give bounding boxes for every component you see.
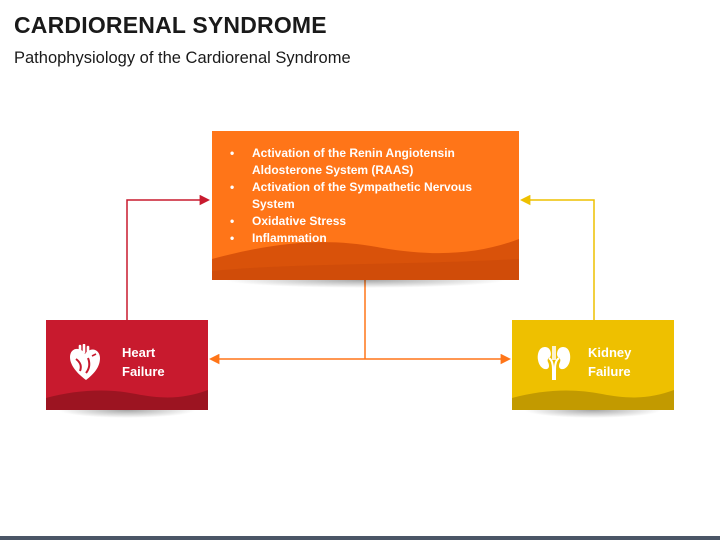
- mechanisms-card: Activation of the Renin Angiotensin Aldo…: [212, 131, 519, 288]
- heart-failure-card: Heart Failure: [46, 320, 208, 418]
- heart-label-line1: Heart: [122, 345, 156, 360]
- page-title: CARDIORENAL SYNDROME: [14, 12, 327, 38]
- mechanism-list: Activation of the Renin Angiotensin Aldo…: [228, 145, 472, 247]
- kidney-label-line1: Kidney: [588, 345, 632, 360]
- heart-card-background: [46, 320, 208, 410]
- bottom-bar: [0, 536, 720, 540]
- heart-label-line2: Failure: [122, 364, 165, 379]
- kidney-icon: [537, 346, 571, 380]
- mechanism-item: Oxidative Stress: [228, 213, 472, 230]
- page-subtitle: Pathophysiology of the Cardiorenal Syndr…: [14, 49, 351, 67]
- heart-icon: [70, 344, 100, 380]
- mechanism-item: Inflammation: [228, 230, 472, 247]
- kidney-to-mechanisms-arrow: [519, 194, 595, 320]
- mechanism-item-cont: Aldosterone System (RAAS): [252, 163, 414, 177]
- kidney-card-background: [512, 320, 674, 410]
- kidney-failure-label: Kidney Failure: [588, 343, 631, 381]
- heart-failure-label: Heart Failure: [122, 343, 165, 381]
- kidney-failure-card: Kidney Failure: [512, 320, 674, 418]
- heart-to-mechanisms-arrow: [126, 194, 211, 320]
- mechanism-item: Activation of the Renin Angiotensin: [228, 145, 472, 162]
- mechanism-item: Activation of the Sympathetic Nervous: [228, 179, 472, 196]
- kidney-label-line2: Failure: [588, 364, 631, 379]
- mechanism-item-cont: System: [252, 197, 295, 211]
